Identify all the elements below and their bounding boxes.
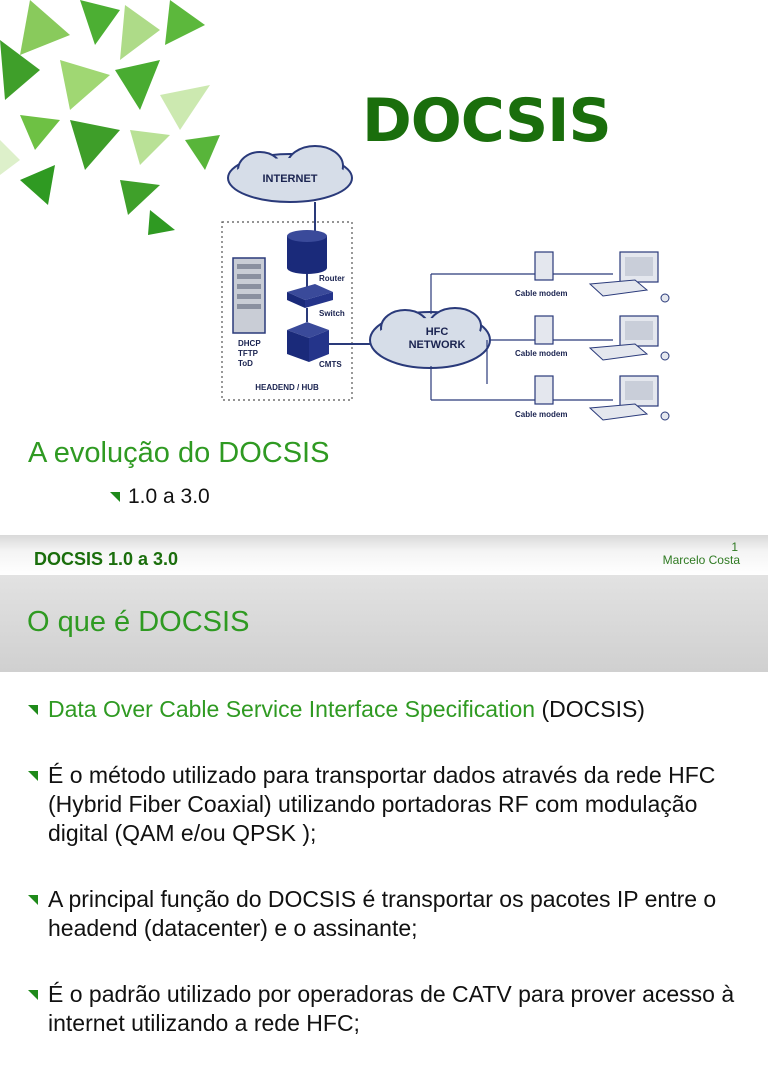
docsis-acronym: (DOCSIS) <box>535 696 645 722</box>
leaf-decoration <box>0 0 220 235</box>
bullet-triangle-icon <box>28 705 38 715</box>
list-item: A principal função do DOCSIS é transport… <box>28 885 748 943</box>
list-item-text: A principal função do DOCSIS é transport… <box>48 886 717 941</box>
hfc-label: HFC <box>426 326 449 338</box>
footer-title: DOCSIS 1.0 a 3.0 <box>34 549 179 569</box>
bullet-triangle-icon <box>110 492 120 503</box>
page-number: 1 <box>731 540 738 554</box>
footer-author: Marcelo Costa <box>662 553 740 567</box>
cmts-icon <box>287 322 329 362</box>
router-label: Router <box>319 274 345 283</box>
slide-subtitle: A evolução do DOCSIS <box>28 437 330 469</box>
slide-2-title: O que é DOCSIS <box>27 606 250 638</box>
cable-modem-label-3: Cable modem <box>515 410 567 419</box>
cable-modem-label-1: Cable modem <box>515 289 567 298</box>
slide-2: O que é DOCSIS Data Over Cable Service I… <box>0 575 768 1036</box>
list-item-text: É o padrão utilizado por operadoras de C… <box>48 981 735 1036</box>
slide-footer: DOCSIS 1.0 a 3.0 1 Marcelo Costa <box>0 535 768 575</box>
cmts-label: CMTS <box>319 360 342 369</box>
tftp-label: TFTP <box>238 349 259 358</box>
headend-label: HEADEND / HUB <box>255 383 319 392</box>
cable-modem-label-2: Cable modem <box>515 349 567 358</box>
definition-list: Data Over Cable Service Interface Specif… <box>28 695 748 1075</box>
list-item: Data Over Cable Service Interface Specif… <box>28 695 748 724</box>
docsis-expansion: Data Over Cable Service Interface Specif… <box>48 696 536 722</box>
server-icon <box>232 257 266 334</box>
internet-label: INTERNET <box>263 173 318 185</box>
switch-label: Switch <box>319 309 345 318</box>
bullet-triangle-icon <box>28 771 38 781</box>
cable-modem-row-3 <box>534 375 670 421</box>
dhcp-label: DHCP <box>238 339 261 348</box>
router-icon <box>287 230 327 274</box>
list-item: É o padrão utilizado por operadoras de C… <box>28 980 748 1038</box>
list-item-text: É o método utilizado para transportar da… <box>48 762 716 846</box>
tod-label: ToD <box>238 359 253 368</box>
hfc-network-label: NETWORK <box>409 339 466 351</box>
version-bullet: 1.0 a 3.0 <box>110 485 210 509</box>
cable-modem-row-1 <box>534 251 670 303</box>
slide-2-header: O que é DOCSIS <box>0 575 768 672</box>
bullet-triangle-icon <box>28 990 38 1000</box>
slide-title: DOCSIS <box>362 86 612 156</box>
switch-icon <box>287 284 333 308</box>
network-diagram: INTERNET DHCP TFTP ToD Router <box>221 145 670 421</box>
cable-modem-row-2 <box>534 315 670 361</box>
bullet-triangle-icon <box>28 895 38 905</box>
slide-1: DOCSIS INTERNET DHCP TFTP ToD <box>0 0 768 535</box>
hfc-cloud-icon <box>369 307 491 369</box>
version-bullet-text: 1.0 a 3.0 <box>128 485 210 508</box>
internet-cloud-icon <box>227 145 353 203</box>
list-item: É o método utilizado para transportar da… <box>28 761 748 848</box>
